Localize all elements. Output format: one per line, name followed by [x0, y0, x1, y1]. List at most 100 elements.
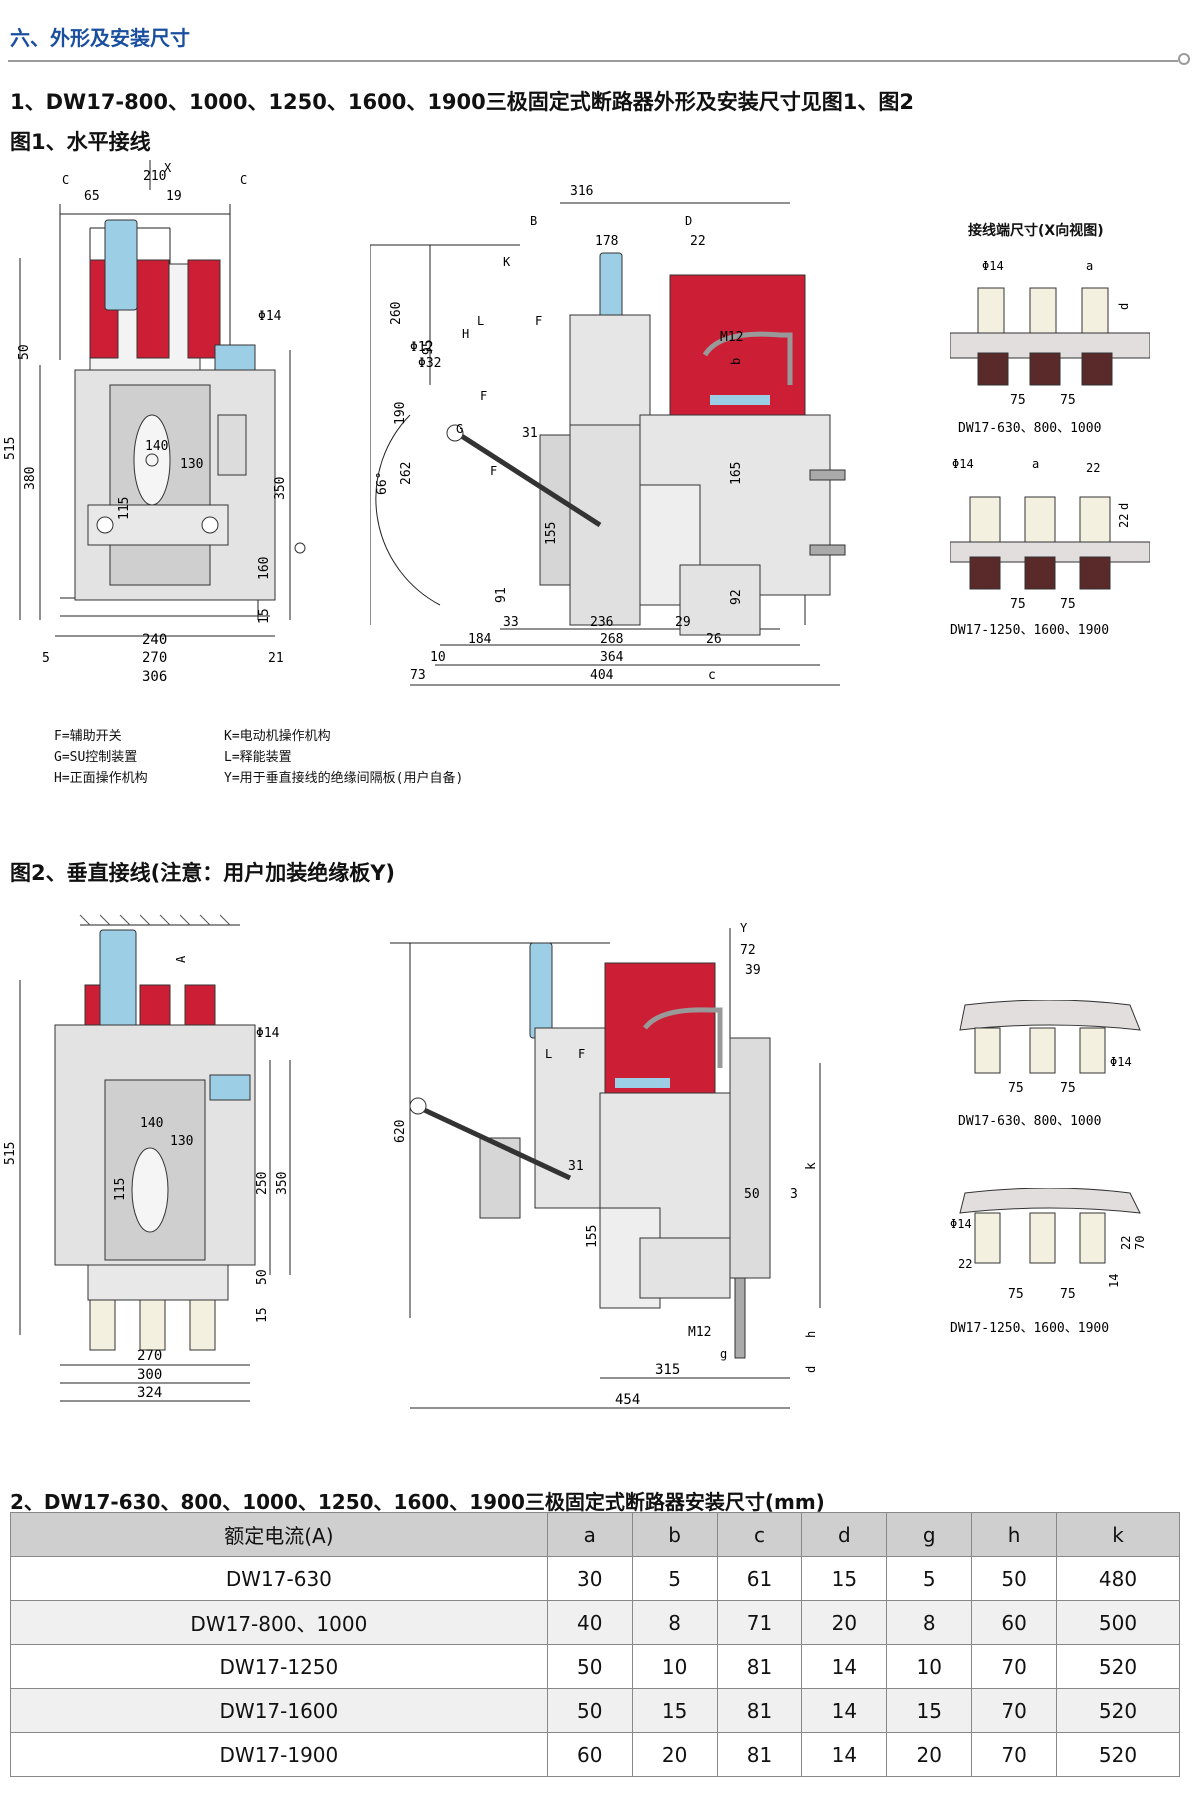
dim-190: 190 [393, 402, 408, 425]
header-b: b [631, 1512, 718, 1557]
f2-140: 140 [140, 1116, 163, 1131]
f2-515: 515 [3, 1142, 18, 1165]
cell: 8 [886, 1600, 973, 1645]
cell: 14 [801, 1644, 888, 1689]
legend-g: G=SU控制装置 [54, 750, 138, 765]
phi14-label: Φ14 [258, 309, 282, 324]
dim-22: 22 [690, 234, 706, 249]
cell: DW17-630 [10, 1556, 548, 1601]
t1-model: DW17-630、800、1000 [958, 421, 1101, 436]
cell: DW17-800、1000 [10, 1600, 548, 1645]
cell: 70 [971, 1732, 1058, 1777]
phi12-label: Φ12 [410, 340, 433, 355]
dim-50: 50 [17, 344, 32, 360]
terminal-view-1: Φ14 a d 75 75 DW17-630、800、1000 [950, 259, 1150, 436]
t4-h14: 14 [1107, 1274, 1121, 1288]
header-rated-current: 额定电流(A) [10, 1512, 548, 1557]
s2-72: 72 [740, 943, 756, 958]
dim-380: 380 [23, 467, 38, 490]
dim-165: 165 [729, 462, 744, 485]
s2-l: L [545, 1047, 552, 1061]
cell: 480 [1056, 1556, 1180, 1601]
s2-g: g [720, 1347, 727, 1361]
header-c: c [716, 1512, 803, 1557]
cell: 50 [546, 1688, 633, 1733]
s2-d: d [804, 1366, 818, 1373]
t4-pitch-b: 75 [1060, 1287, 1076, 1302]
s2-454: 454 [615, 1392, 640, 1408]
cell: 50 [546, 1644, 633, 1689]
x-label: X [164, 161, 172, 175]
header-a: a [546, 1512, 633, 1557]
cell: 70 [971, 1644, 1058, 1689]
dim-350: 350 [273, 477, 288, 500]
g-label: G [456, 422, 463, 436]
t4-h70: 70 [1133, 1236, 1147, 1250]
t3-pitch-a: 75 [1008, 1081, 1024, 1096]
cell: 15 [631, 1688, 718, 1733]
dim-10: 10 [430, 650, 446, 665]
f2-15: 15 [255, 1307, 270, 1323]
dim-268: 268 [600, 632, 623, 647]
fig1-front-view: X C C 210 65 19 Φ14 50 515 380 140 130 1… [3, 160, 306, 685]
c-right: C [240, 173, 247, 187]
cell: 71 [716, 1600, 803, 1645]
dim-178: 178 [595, 234, 618, 249]
fig2-front-view: A Φ14 515 140 130 115 250 350 50 15 270 … [3, 914, 291, 1402]
dim-91: 91 [494, 587, 509, 603]
t1-pitch-a: 75 [1010, 393, 1026, 408]
f2-label: F [480, 389, 487, 403]
dim-5: 5 [42, 651, 50, 666]
t1-a: a [1086, 259, 1093, 273]
cell: 61 [716, 1556, 803, 1601]
cell: 30 [546, 1556, 633, 1601]
angle-66: 66° [375, 472, 390, 495]
dim-115: 115 [117, 497, 132, 520]
f2-270: 270 [137, 1348, 162, 1364]
dim-155: 155 [544, 522, 559, 545]
f2-a: A [174, 955, 188, 963]
dim-236: 236 [590, 615, 613, 630]
t2-a: a [1032, 457, 1039, 471]
header-g: g [886, 1512, 973, 1557]
cell: 520 [1056, 1688, 1180, 1733]
legend-y: Y=用于垂直接线的绝缘间隔板(用户自备) [224, 771, 464, 786]
terminal-view-3: Φ14 75 75 DW17-630、800、1000 [958, 1000, 1141, 1129]
dim-21: 21 [268, 651, 284, 666]
cell: DW17-1900 [10, 1732, 548, 1777]
cell: 81 [716, 1732, 803, 1777]
cell: 520 [1056, 1644, 1180, 1689]
legend-k: K=电动机操作机构 [224, 729, 331, 744]
header-h: h [971, 1512, 1058, 1557]
t4-phi14: Φ14 [950, 1217, 972, 1231]
cell: DW17-1600 [10, 1688, 548, 1733]
legend-f: F=辅助开关 [54, 729, 122, 744]
dim-15: 15 [257, 608, 272, 624]
s2-620: 620 [393, 1120, 408, 1143]
terminal-view-title: 接线端尺寸(X向视图) [968, 223, 1104, 239]
fig2-side-view: Y 72 39 L F 620 31 50 3 k 155 h M12 g d … [390, 921, 821, 1409]
s2-31: 31 [568, 1159, 584, 1174]
legend-l: L=释能装置 [224, 750, 292, 765]
cell: 500 [1056, 1600, 1180, 1645]
dim-316: 316 [570, 185, 593, 199]
s2-50: 50 [744, 1187, 760, 1202]
cell: 60 [546, 1732, 633, 1777]
s2-h: h [804, 1331, 818, 1338]
dim-73: 73 [410, 668, 426, 683]
legend-h: H=正面操作机构 [54, 771, 148, 786]
cell: 5 [631, 1556, 718, 1601]
c-small-label: c [708, 668, 716, 683]
cell: 14 [801, 1732, 888, 1777]
dim-184: 184 [468, 632, 492, 647]
dim-240: 240 [142, 632, 167, 648]
dim-130: 130 [180, 457, 203, 472]
s2-3: 3 [790, 1187, 798, 1202]
dim-29: 29 [675, 615, 691, 630]
s2-f: F [578, 1047, 585, 1061]
h-label: H [462, 327, 469, 341]
t2-h22: 22 [1117, 514, 1131, 528]
